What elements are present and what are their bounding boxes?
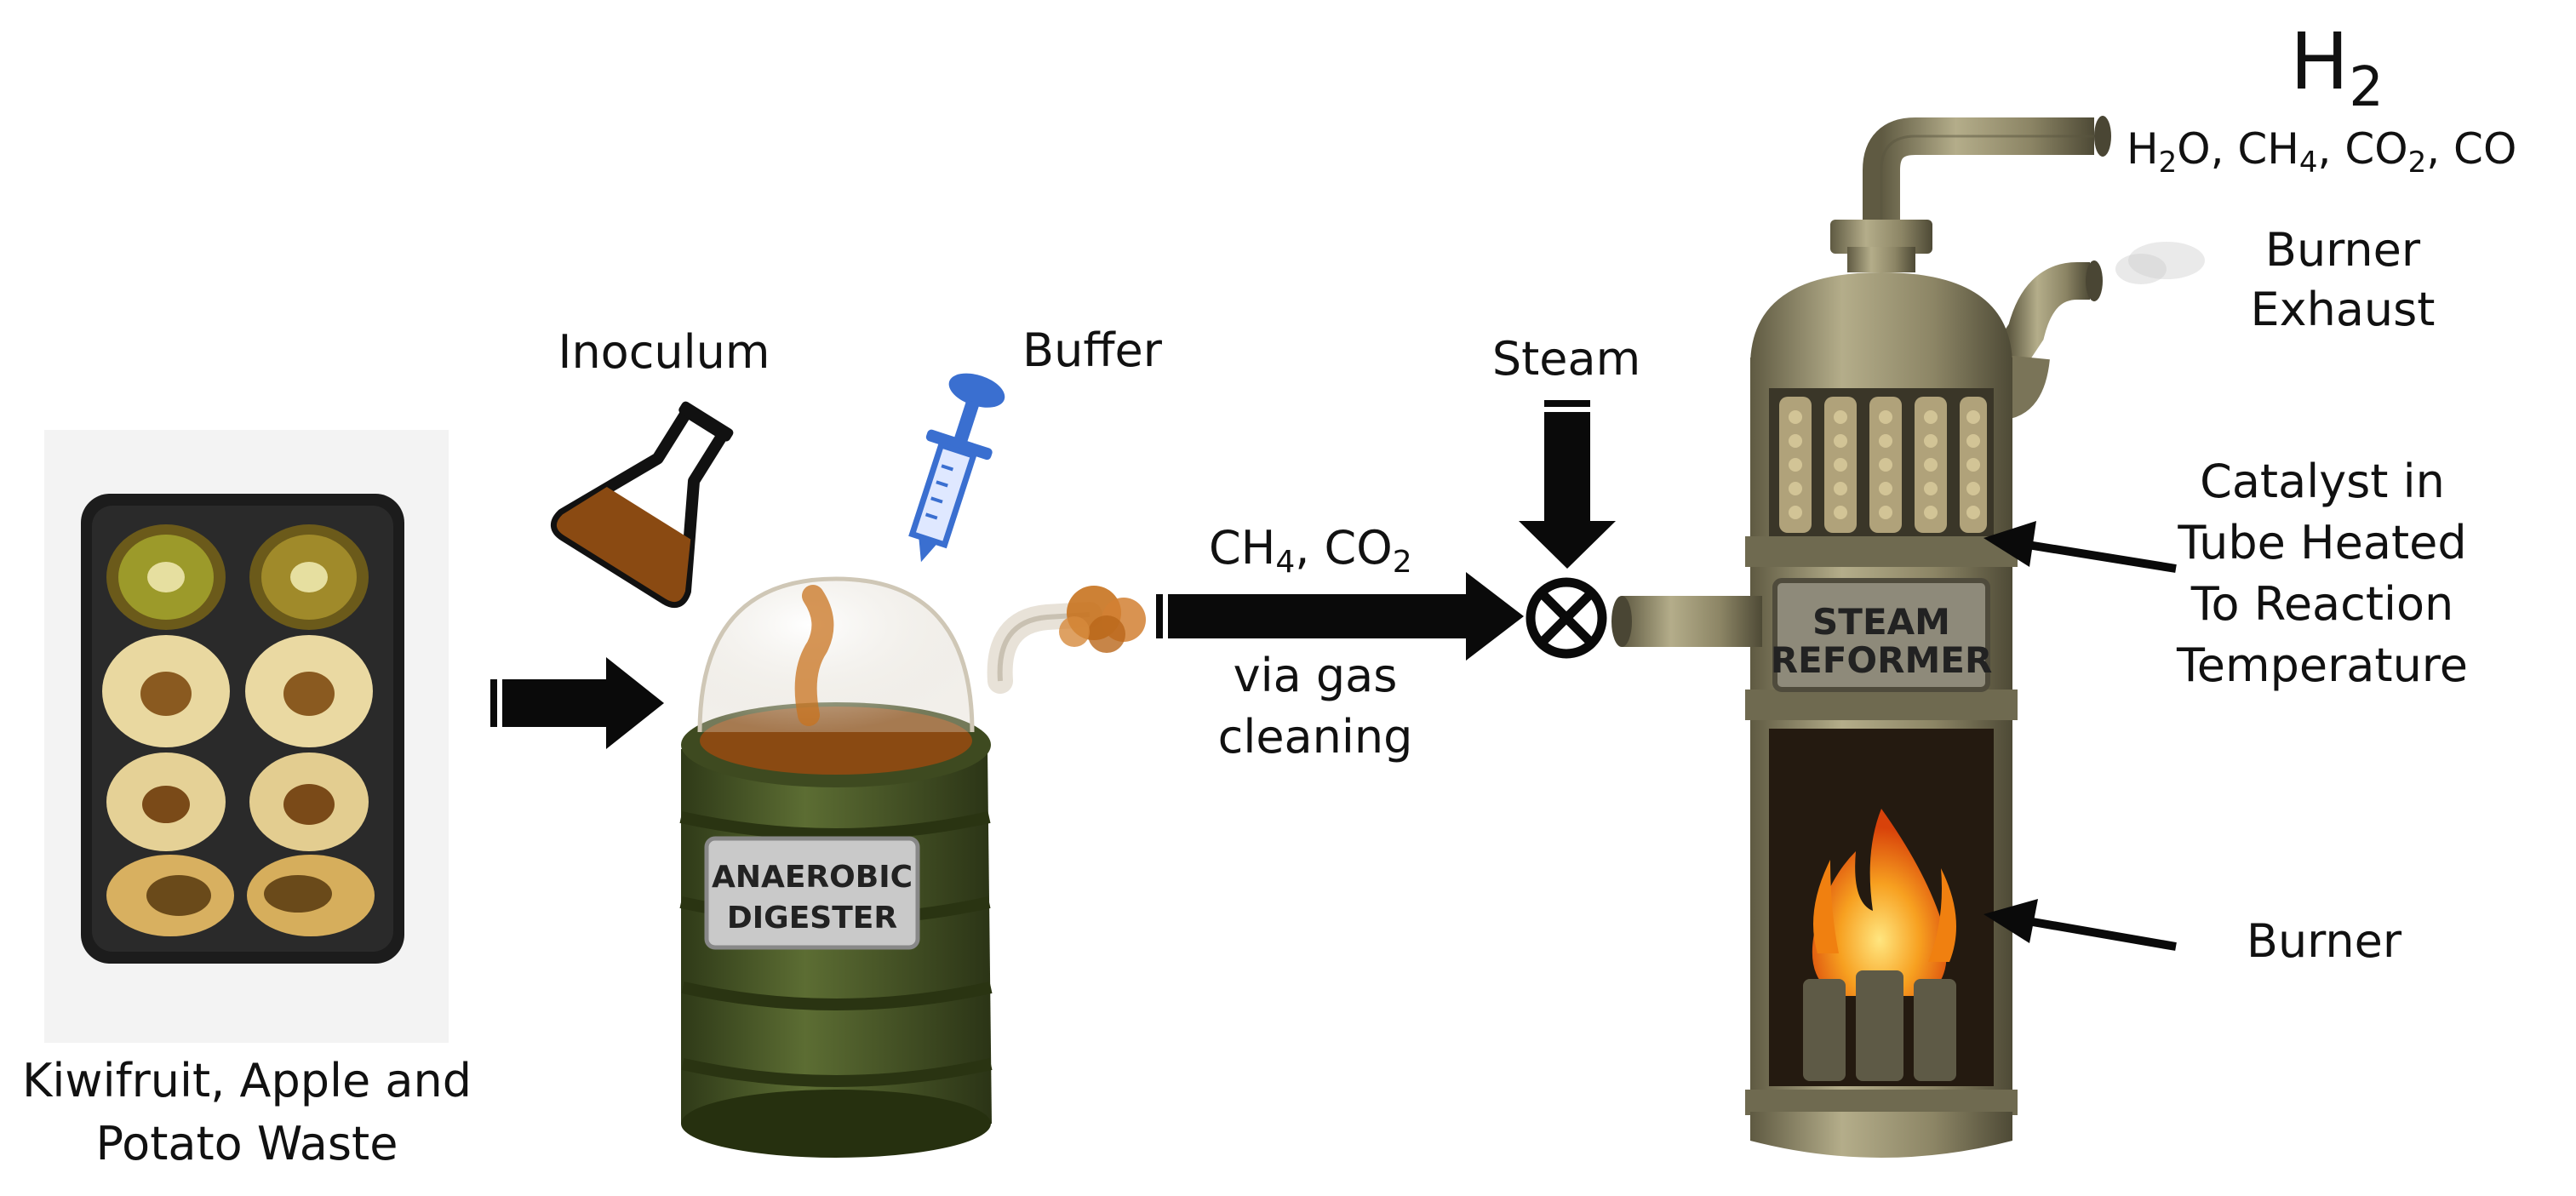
buffer-label: Buffer — [1022, 323, 1163, 377]
catalyst-label-line1: Catalyst in — [2200, 455, 2445, 508]
apple-icon — [102, 635, 373, 851]
hydrogen-product-label: H2 — [2290, 16, 2384, 119]
flame-icon — [1812, 809, 1956, 996]
via-gas-label-line2: cleaning — [1218, 710, 1413, 764]
outlet-gas-label: H2O, CH4, CO2, CO — [2127, 124, 2516, 180]
potato-icon — [106, 855, 375, 936]
steam-arrow — [1519, 400, 1616, 569]
feed-arrow — [490, 657, 664, 749]
food-waste-label-line2: Potato Waste — [96, 1117, 398, 1170]
burner-exhaust-label-line1: Burner — [2265, 223, 2421, 277]
via-gas-label-line1: via gas — [1234, 649, 1398, 702]
burner-nozzles — [1803, 970, 1956, 1081]
flask-icon — [550, 401, 734, 609]
burner-label: Burner — [2247, 914, 2402, 968]
food-waste-label-line1: Kiwifruit, Apple and — [22, 1054, 472, 1107]
food-waste-tray-image — [44, 430, 449, 1043]
burner-exhaust-label-line2: Exhaust — [2251, 283, 2436, 336]
digester-plate-line1: ANAEROBIC — [712, 860, 913, 895]
catalyst-pointer-arrow — [1984, 521, 2177, 573]
steam-label: Steam — [1492, 332, 1640, 386]
syringe-icon — [908, 373, 1005, 563]
catalyst-label-line2: Tube Heated — [2177, 516, 2466, 569]
exhaust-smoke-icon — [2115, 242, 2205, 284]
gas-puff-icon — [1059, 586, 1146, 653]
gas-arrow — [1156, 572, 1524, 661]
catalyst-label-line3: To Reaction — [2190, 577, 2454, 631]
steam-reformer: STEAM REFORMER — [1611, 116, 2205, 1158]
digester-plate-line2: DIGESTER — [727, 901, 897, 936]
gas-stream-label: CH4, CO2 — [1209, 521, 1412, 580]
anaerobic-digester: ANAEROBIC DIGESTER — [679, 576, 1146, 1158]
reformer-plate-line1: STEAM — [1812, 601, 1950, 643]
mixer-junction-icon — [1526, 577, 1607, 659]
kiwifruit-icon — [106, 524, 369, 630]
burner-pointer-arrow — [1984, 899, 2177, 951]
inoculum-label: Inoculum — [558, 325, 770, 379]
reformer-plate-line2: REFORMER — [1771, 639, 1993, 681]
catalyst-label-line4: Temperature — [2176, 638, 2468, 692]
